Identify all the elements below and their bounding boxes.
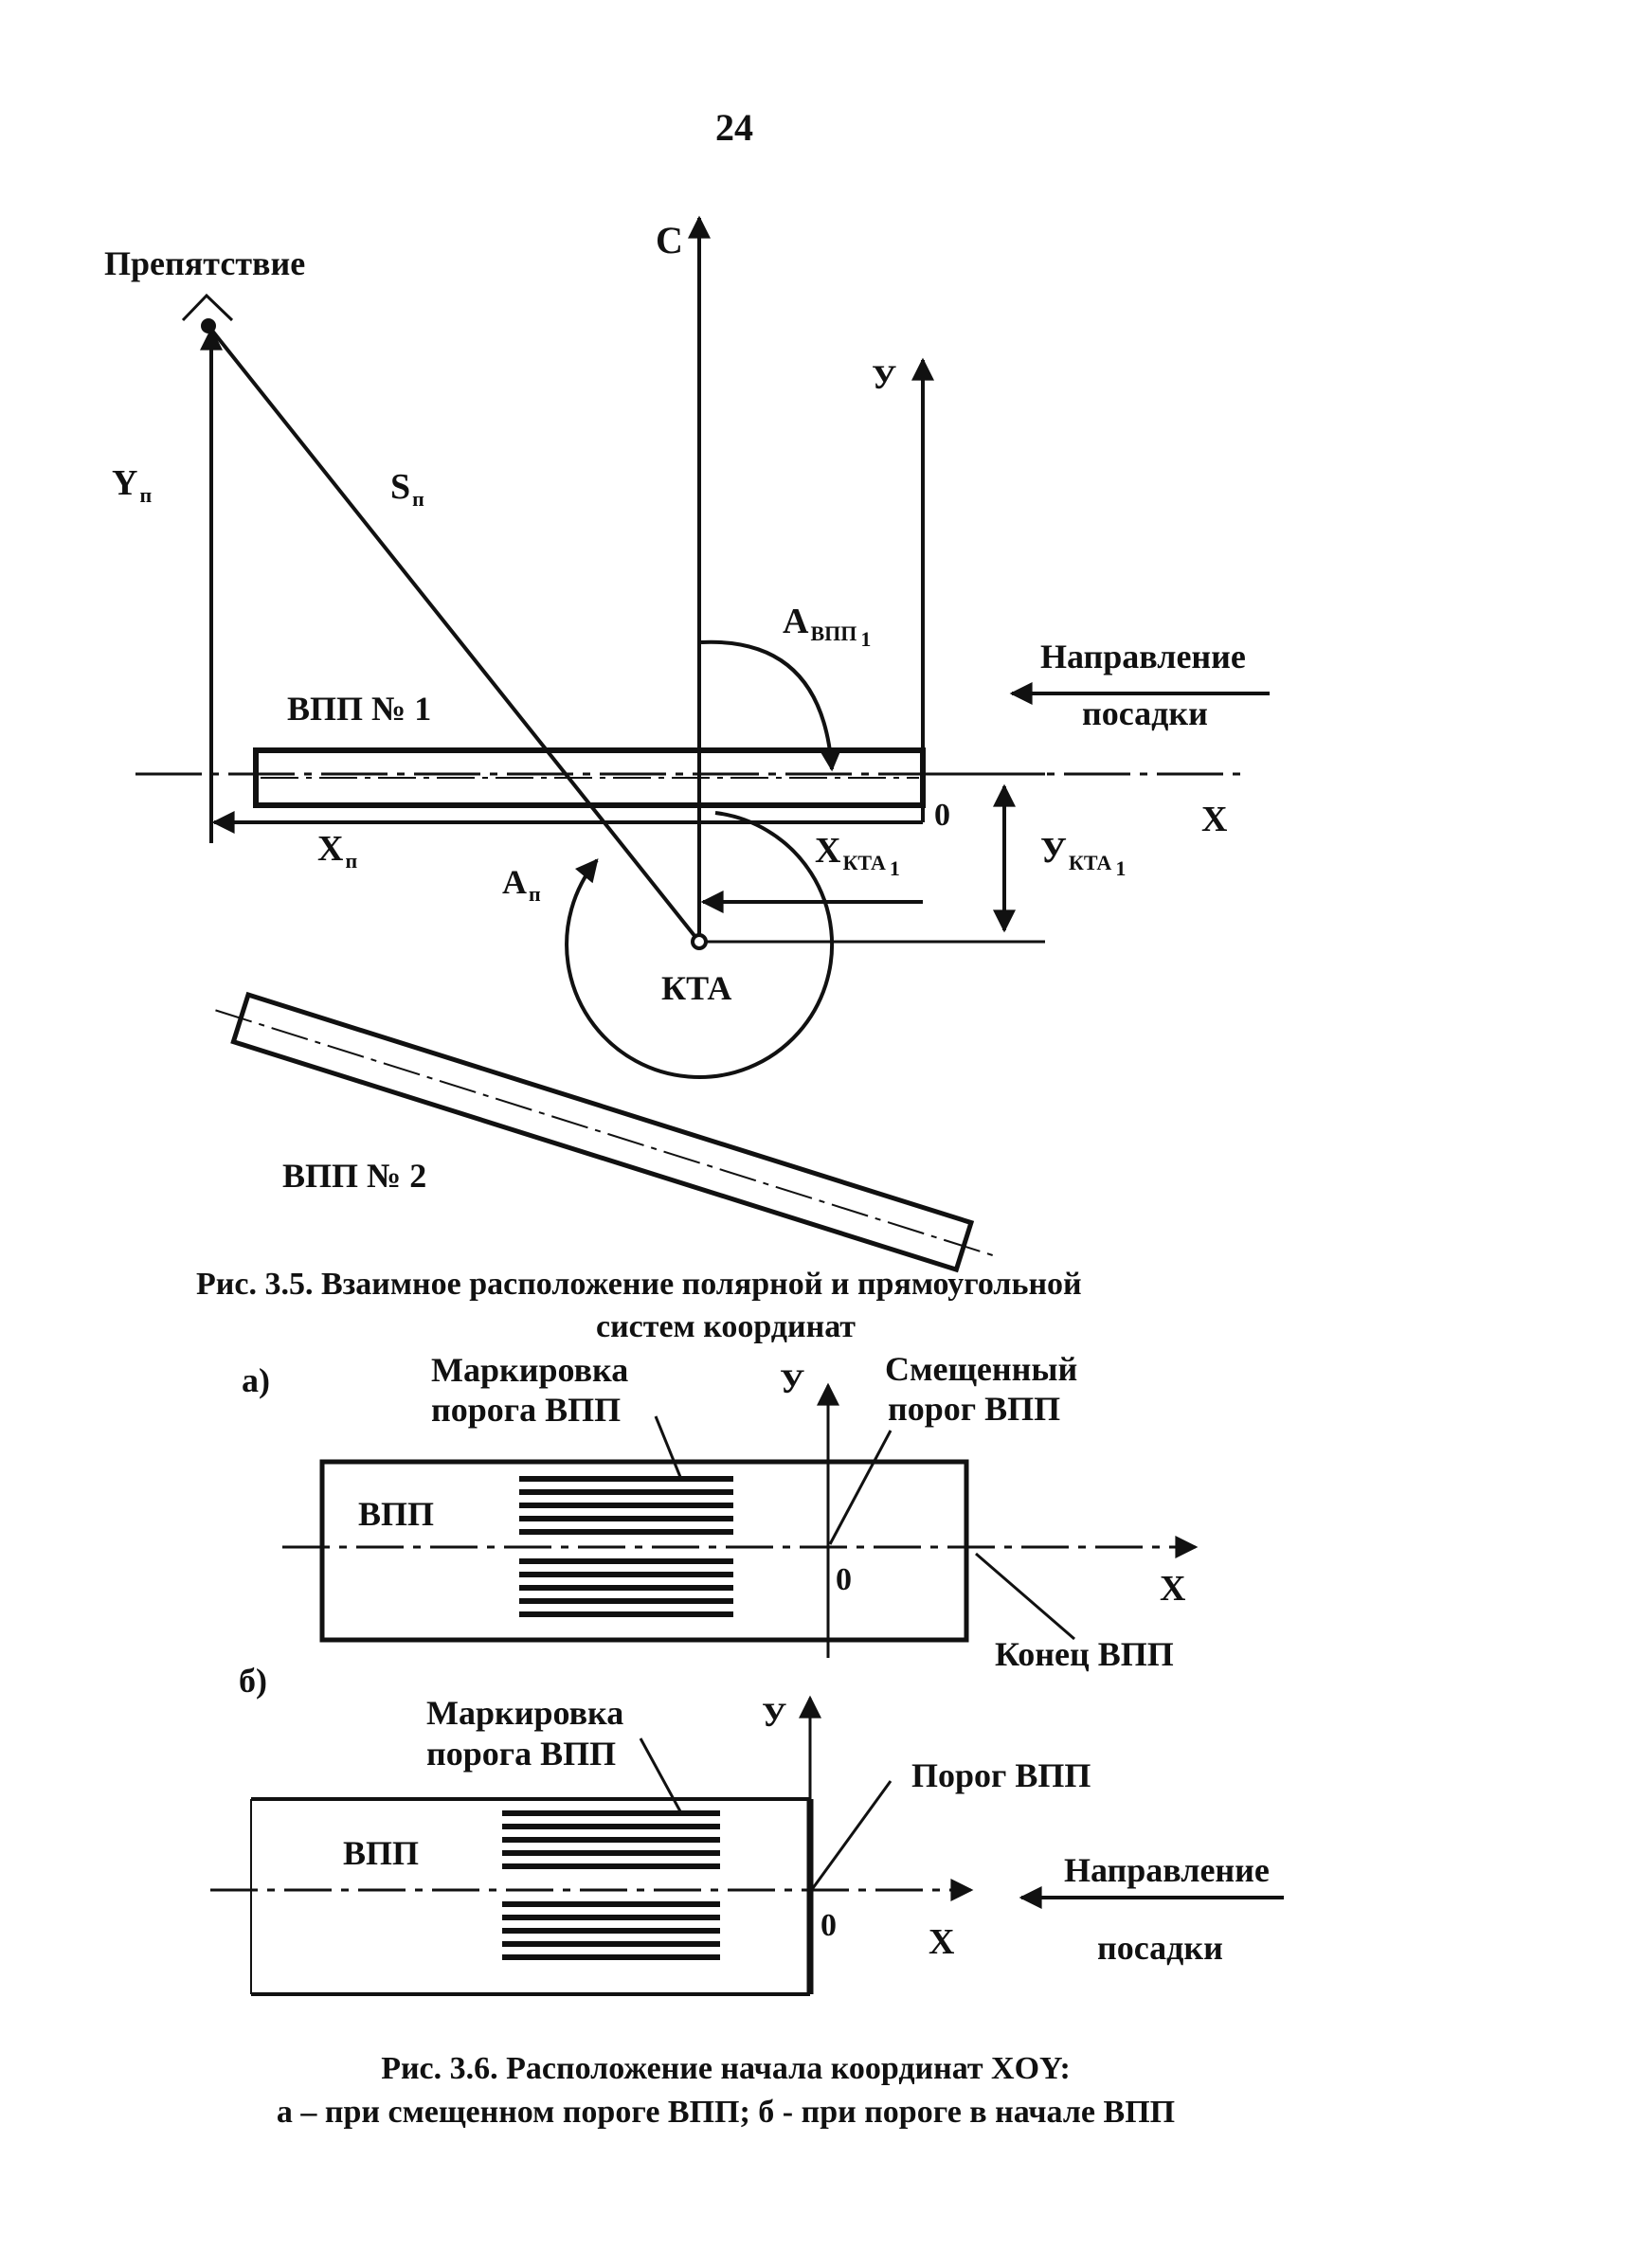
obstacle-point bbox=[201, 318, 216, 333]
marking-leader-b bbox=[639, 1737, 682, 1812]
label-direction-b-1: Направление bbox=[1064, 1851, 1270, 1889]
label-origin-a: 0 bbox=[836, 1562, 852, 1597]
kta-point bbox=[691, 933, 708, 950]
threshold-leader-b bbox=[811, 1780, 893, 1889]
label-an: Ап bbox=[502, 863, 541, 906]
figure-3-6-a-labels: а) Маркировка порога ВПП У Смещенный пор… bbox=[242, 1350, 1185, 1673]
runway-2 bbox=[215, 991, 996, 1273]
label-yn: Yп bbox=[112, 463, 152, 507]
caption-3-5-line1: Рис. 3.5. Взаимное расположение полярной… bbox=[196, 1267, 1082, 1302]
label-x-axis: X bbox=[1201, 800, 1227, 839]
label-y-axis: У bbox=[872, 358, 896, 396]
avpp-arc bbox=[700, 639, 842, 772]
an-arc bbox=[565, 811, 835, 1079]
label-north: С bbox=[656, 219, 683, 261]
sn-line bbox=[207, 324, 701, 944]
label-marking-b-1: Маркировка bbox=[426, 1694, 623, 1732]
tag-b: б) bbox=[239, 1662, 267, 1700]
label-direction-b-2: посадки bbox=[1097, 1929, 1223, 1967]
label-marking-a-1: Маркировка bbox=[431, 1351, 628, 1389]
label-runway-b: ВПП bbox=[343, 1834, 419, 1872]
label-runway-end: Конец ВПП bbox=[995, 1635, 1174, 1673]
caption-3-5-line2: систем координат bbox=[596, 1309, 856, 1344]
threshold-marking-a bbox=[519, 1476, 733, 1617]
caption-3-6-line2: а – при смещенном пороге ВПП; б - при по… bbox=[277, 2095, 1175, 2130]
figure-3-6-b-labels: б) Маркировка порога ВПП У Порог ВПП ВПП… bbox=[239, 1662, 1270, 2130]
page-number: 24 bbox=[715, 106, 753, 149]
label-x-b: X bbox=[929, 1922, 954, 1962]
label-marking-a-2: порога ВПП bbox=[431, 1391, 621, 1429]
label-threshold-b: Порог ВПП bbox=[911, 1756, 1091, 1794]
label-runway-2: ВПП № 2 bbox=[282, 1157, 426, 1195]
figure-3-6-b bbox=[210, 1695, 1284, 1996]
label-shifted-2: порог ВПП bbox=[888, 1390, 1060, 1428]
tag-a: а) bbox=[242, 1361, 270, 1399]
threshold-marking-b bbox=[502, 1810, 720, 1960]
figure-3-6-a bbox=[282, 1382, 1199, 1658]
caption-3-6-line1: Рис. 3.6. Расположение начала координат … bbox=[381, 2051, 1071, 2086]
label-origin: 0 bbox=[934, 798, 950, 833]
label-xn: Xп bbox=[317, 829, 357, 873]
label-runway-a: ВПП bbox=[358, 1495, 434, 1533]
label-direction-2: посадки bbox=[1082, 694, 1208, 732]
label-marking-b-2: порога ВПП bbox=[426, 1735, 616, 1773]
figure-3-5 bbox=[135, 215, 1270, 1273]
label-direction-1: Направление bbox=[1040, 638, 1246, 675]
obstacle-caret bbox=[181, 293, 234, 322]
runway-end-leader bbox=[975, 1552, 1075, 1641]
label-y-b: У bbox=[762, 1696, 786, 1734]
label-runway-1: ВПП № 1 bbox=[287, 690, 431, 728]
runway-a bbox=[319, 1459, 969, 1643]
label-x-a: X bbox=[1160, 1569, 1185, 1609]
label-obstacle: Препятствие bbox=[104, 244, 305, 282]
shifted-threshold-leader bbox=[828, 1430, 893, 1545]
label-kta: КТА bbox=[661, 969, 731, 1007]
marking-leader-a bbox=[654, 1415, 682, 1478]
label-sn: Sп bbox=[390, 467, 424, 511]
label-origin-b: 0 bbox=[820, 1908, 837, 1943]
label-shifted-1: Смещенный bbox=[885, 1350, 1077, 1388]
label-y-a: У bbox=[780, 1362, 804, 1400]
